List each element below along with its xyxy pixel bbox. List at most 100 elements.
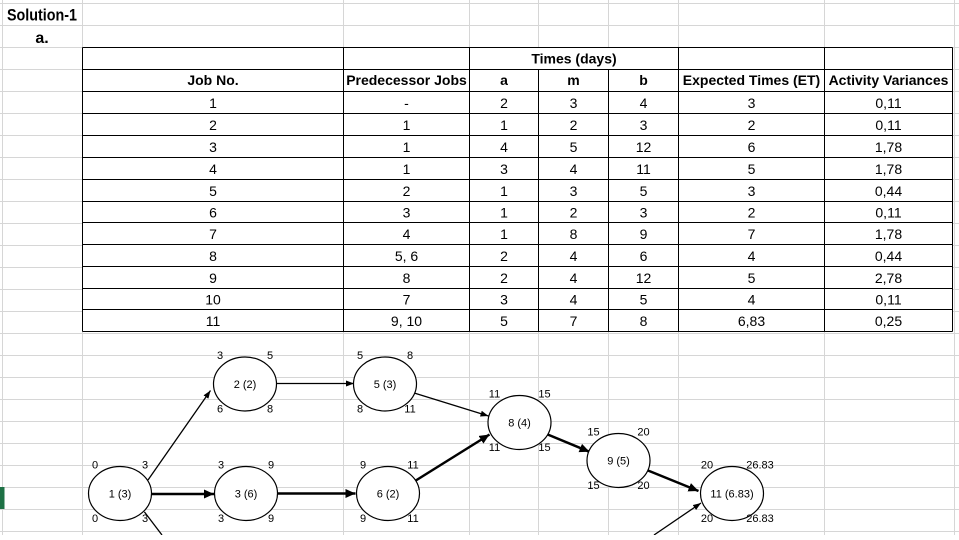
svg-text:0,11: 0,11	[875, 117, 901, 133]
svg-text:11 (6.83): 11 (6.83)	[710, 489, 753, 501]
svg-text:5 (3): 5 (3)	[374, 379, 397, 391]
svg-text:8: 8	[570, 226, 578, 242]
svg-text:m: m	[567, 72, 579, 88]
svg-text:11: 11	[407, 460, 418, 472]
svg-text:11: 11	[407, 513, 418, 525]
svg-text:5: 5	[748, 270, 756, 286]
svg-text:2,78: 2,78	[875, 270, 902, 286]
svg-text:15: 15	[587, 480, 599, 492]
svg-text:3: 3	[142, 460, 148, 472]
svg-text:11: 11	[206, 313, 221, 329]
svg-text:9: 9	[209, 270, 217, 286]
svg-text:20: 20	[637, 480, 649, 492]
svg-text:-: -	[404, 95, 409, 111]
svg-text:4: 4	[570, 161, 578, 177]
svg-text:7: 7	[748, 226, 756, 242]
svg-text:Predecessor Jobs: Predecessor Jobs	[346, 72, 467, 88]
svg-text:0,25: 0,25	[875, 313, 902, 329]
svg-text:3: 3	[217, 350, 223, 362]
svg-text:Activity Variances: Activity Variances	[829, 72, 949, 88]
svg-text:2: 2	[403, 183, 411, 199]
svg-text:2: 2	[570, 204, 578, 220]
svg-text:b: b	[639, 72, 648, 88]
svg-text:8: 8	[403, 270, 411, 286]
svg-text:5: 5	[570, 139, 578, 155]
svg-text:0,11: 0,11	[875, 291, 901, 307]
svg-text:3: 3	[570, 183, 578, 199]
svg-text:6: 6	[640, 248, 648, 264]
svg-text:4: 4	[748, 248, 756, 264]
svg-text:3 (6): 3 (6)	[235, 489, 258, 501]
svg-text:3: 3	[209, 139, 217, 155]
svg-text:4: 4	[500, 139, 508, 155]
svg-text:0,11: 0,11	[875, 204, 901, 220]
svg-text:5, 6: 5, 6	[395, 248, 419, 264]
svg-text:8: 8	[209, 248, 217, 264]
svg-text:5: 5	[748, 161, 756, 177]
svg-text:5: 5	[640, 183, 648, 199]
svg-text:6 (2): 6 (2)	[377, 489, 400, 501]
svg-text:7: 7	[209, 226, 217, 242]
svg-text:11: 11	[489, 389, 500, 401]
svg-text:20: 20	[637, 427, 649, 439]
svg-text:a: a	[500, 72, 508, 88]
svg-text:6: 6	[217, 404, 223, 416]
svg-text:8: 8	[357, 404, 363, 416]
svg-text:15: 15	[587, 427, 599, 439]
svg-text:3: 3	[500, 291, 508, 307]
svg-text:Expected Times (ET): Expected Times (ET)	[683, 72, 820, 88]
svg-text:6: 6	[748, 139, 756, 155]
svg-text:5: 5	[209, 183, 217, 199]
svg-text:1,78: 1,78	[875, 139, 902, 155]
svg-text:26.83: 26.83	[746, 513, 774, 525]
svg-text:12: 12	[636, 139, 652, 155]
svg-text:a.: a.	[35, 30, 48, 47]
svg-text:1 (3): 1 (3)	[109, 489, 132, 501]
svg-text:9: 9	[360, 513, 366, 525]
svg-text:1,78: 1,78	[875, 161, 902, 177]
svg-text:0,44: 0,44	[875, 183, 902, 199]
svg-text:0,11: 0,11	[875, 95, 901, 111]
svg-text:2: 2	[500, 248, 508, 264]
svg-text:4: 4	[570, 248, 578, 264]
svg-text:20: 20	[701, 460, 713, 472]
svg-text:2: 2	[500, 95, 508, 111]
svg-text:11: 11	[404, 404, 415, 416]
svg-text:15: 15	[538, 442, 550, 454]
svg-text:1: 1	[209, 95, 217, 111]
svg-text:9: 9	[268, 513, 274, 525]
svg-text:5: 5	[267, 350, 273, 362]
svg-text:2: 2	[209, 117, 217, 133]
svg-text:9: 9	[640, 226, 648, 242]
svg-text:3: 3	[218, 513, 224, 525]
svg-text:2: 2	[748, 117, 756, 133]
svg-text:12: 12	[636, 270, 652, 286]
svg-text:Times (days): Times (days)	[531, 50, 616, 66]
svg-text:2 (2): 2 (2)	[234, 379, 257, 391]
svg-text:9, 10: 9, 10	[391, 313, 422, 329]
svg-text:8: 8	[640, 313, 648, 329]
svg-text:2: 2	[748, 204, 756, 220]
svg-text:26.83: 26.83	[746, 460, 774, 472]
svg-text:10: 10	[205, 291, 221, 307]
svg-text:1,78: 1,78	[875, 226, 902, 242]
svg-text:1: 1	[500, 183, 508, 199]
svg-text:6: 6	[209, 204, 217, 220]
svg-text:0: 0	[92, 513, 98, 525]
svg-text:1: 1	[500, 117, 508, 133]
svg-text:3: 3	[640, 204, 648, 220]
svg-text:2: 2	[570, 117, 578, 133]
svg-text:4: 4	[570, 270, 578, 286]
svg-text:20: 20	[701, 513, 713, 525]
svg-text:3: 3	[748, 95, 756, 111]
svg-text:9: 9	[360, 460, 366, 472]
svg-text:11: 11	[489, 442, 500, 454]
svg-text:2: 2	[500, 270, 508, 286]
svg-text:7: 7	[570, 313, 578, 329]
svg-text:15: 15	[538, 389, 550, 401]
svg-text:3: 3	[403, 204, 411, 220]
svg-text:4: 4	[748, 291, 756, 307]
svg-text:9: 9	[268, 460, 274, 472]
svg-text:11: 11	[636, 161, 651, 177]
svg-text:3: 3	[500, 161, 508, 177]
